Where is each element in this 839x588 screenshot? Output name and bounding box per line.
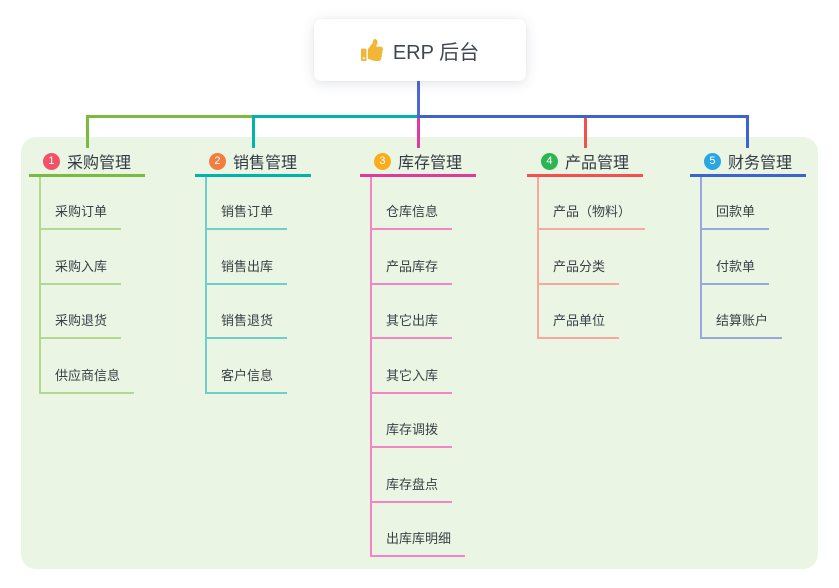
branch-header-inventory[interactable]: 3 库存管理 bbox=[360, 148, 476, 177]
branch-inventory: 3 库存管理 仓库信息 产品库存 其它出库 其它入库 库存调拨 库存盘点 出库库… bbox=[360, 148, 476, 557]
child-node-stock-taking[interactable]: 库存盘点 bbox=[370, 476, 453, 503]
child-node-supplier-info[interactable]: 供应商信息 bbox=[39, 367, 135, 394]
branch-number-badge: 4 bbox=[540, 152, 558, 170]
child-node-stock-transfer[interactable]: 库存调拨 bbox=[370, 421, 453, 448]
branch-children-connector bbox=[205, 177, 207, 394]
branch-sales: 2 销售管理 销售订单 销售出库 销售退货 客户信息 bbox=[195, 148, 311, 394]
child-node-receipt-bill[interactable]: 回款单 bbox=[700, 203, 770, 230]
child-node-product-category[interactable]: 产品分类 bbox=[537, 258, 620, 285]
branch-number-badge: 1 bbox=[42, 152, 60, 170]
branch-number-badge: 2 bbox=[208, 152, 226, 170]
branch-header-sales[interactable]: 2 销售管理 bbox=[195, 148, 311, 177]
branch-label: 产品管理 bbox=[564, 155, 629, 172]
branch-header-purchase[interactable]: 1 采购管理 bbox=[29, 148, 145, 177]
connector-root-stem bbox=[417, 81, 420, 116]
child-node-sales-return[interactable]: 销售退货 bbox=[205, 312, 288, 339]
child-node-product-material[interactable]: 产品（物料） bbox=[537, 203, 646, 230]
branch-finance: 5 财务管理 回款单 付款单 结算账户 bbox=[690, 148, 806, 339]
child-node-product-unit[interactable]: 产品单位 bbox=[537, 312, 620, 339]
child-node-settlement-account[interactable]: 结算账户 bbox=[700, 312, 783, 339]
branch-number-badge: 5 bbox=[703, 152, 721, 170]
branch-header-product[interactable]: 4 产品管理 bbox=[527, 148, 643, 177]
branch-header-finance[interactable]: 5 财务管理 bbox=[690, 148, 806, 177]
branch-product: 4 产品管理 产品（物料） 产品分类 产品单位 bbox=[527, 148, 646, 339]
child-node-purchase-return[interactable]: 采购退货 bbox=[39, 312, 122, 339]
connector-bus-left-green bbox=[86, 115, 254, 118]
child-node-payment-bill[interactable]: 付款单 bbox=[700, 258, 770, 285]
thumbs-up-icon bbox=[360, 39, 383, 61]
connector-bus-right-blue bbox=[417, 115, 749, 118]
child-node-warehouse-info[interactable]: 仓库信息 bbox=[370, 203, 453, 230]
branch-label: 采购管理 bbox=[66, 155, 131, 172]
branch-label: 库存管理 bbox=[397, 155, 462, 172]
child-node-stock-detail[interactable]: 出库库明细 bbox=[370, 530, 466, 557]
connector-bus-left-teal bbox=[252, 115, 418, 118]
connector-drop-branch-4 bbox=[584, 118, 587, 148]
child-node-other-outbound[interactable]: 其它出库 bbox=[370, 312, 453, 339]
connector-drop-branch-3 bbox=[417, 118, 420, 148]
root-node[interactable]: ERP 后台 bbox=[314, 19, 526, 81]
child-node-sales-order[interactable]: 销售订单 bbox=[205, 203, 288, 230]
connector-drop-branch-2 bbox=[252, 115, 255, 148]
root-label: ERP 后台 bbox=[392, 41, 480, 64]
child-node-customer-info[interactable]: 客户信息 bbox=[205, 367, 288, 394]
branches-panel bbox=[21, 137, 818, 569]
child-node-other-inbound[interactable]: 其它入库 bbox=[370, 367, 453, 394]
branch-children-connector bbox=[39, 177, 41, 394]
child-node-purchase-order[interactable]: 采购订单 bbox=[39, 203, 122, 230]
branch-number-badge: 3 bbox=[373, 152, 391, 170]
branch-children-connector bbox=[370, 177, 372, 557]
branch-purchase: 1 采购管理 采购订单 采购入库 采购退货 供应商信息 bbox=[29, 148, 145, 394]
child-node-product-stock[interactable]: 产品库存 bbox=[370, 258, 453, 285]
connector-drop-branch-5 bbox=[746, 115, 749, 148]
connector-drop-branch-1 bbox=[86, 115, 89, 148]
branch-children-connector bbox=[700, 177, 702, 339]
child-node-sales-outbound[interactable]: 销售出库 bbox=[205, 258, 288, 285]
branch-label: 销售管理 bbox=[232, 155, 297, 172]
child-node-purchase-inbound[interactable]: 采购入库 bbox=[39, 258, 122, 285]
branch-children-connector bbox=[537, 177, 539, 339]
branch-label: 财务管理 bbox=[727, 155, 792, 172]
